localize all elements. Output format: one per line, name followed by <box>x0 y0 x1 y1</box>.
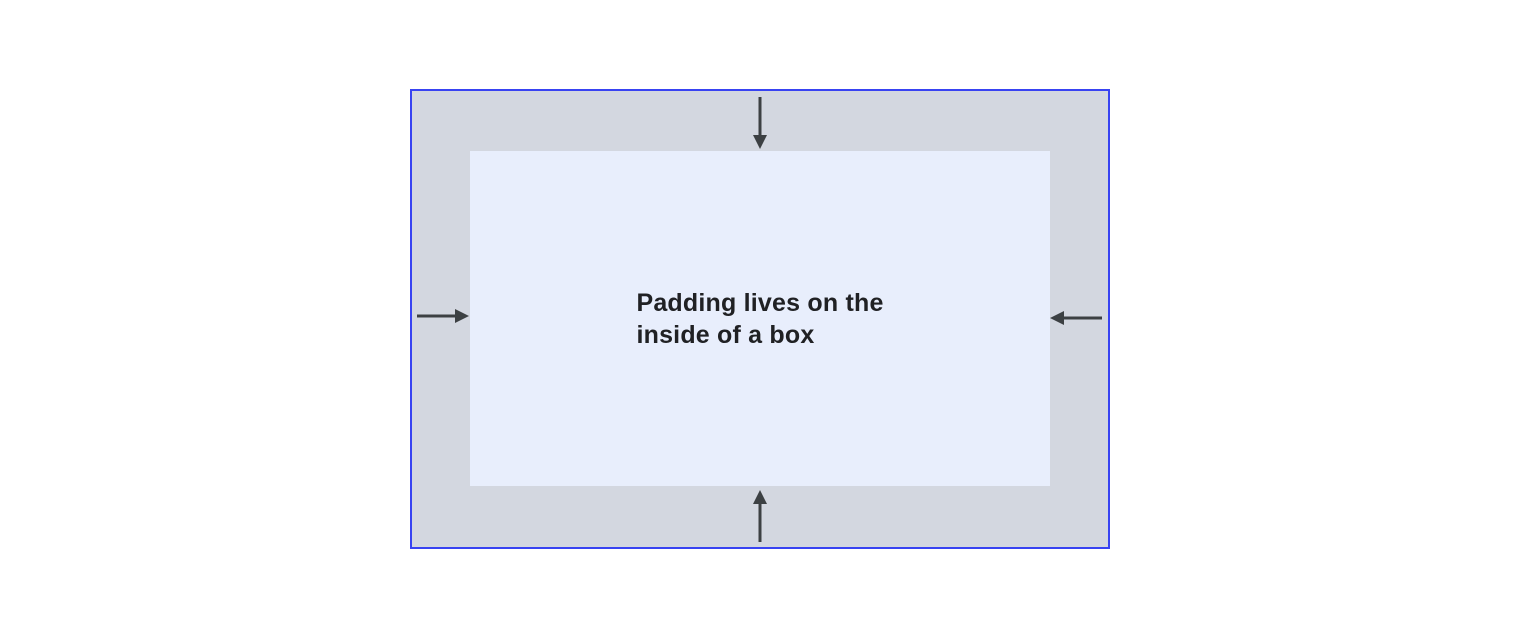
arrow-up-icon <box>753 490 767 542</box>
arrow-down-icon <box>753 97 767 149</box>
padding-label: Padding lives on the inside of a box <box>636 288 884 349</box>
arrow-left-icon <box>1050 311 1102 325</box>
padding-content-box: Padding lives on the inside of a box <box>470 151 1050 486</box>
outer-box: Padding lives on the inside of a box <box>410 89 1110 549</box>
arrow-right-icon <box>417 309 469 323</box>
